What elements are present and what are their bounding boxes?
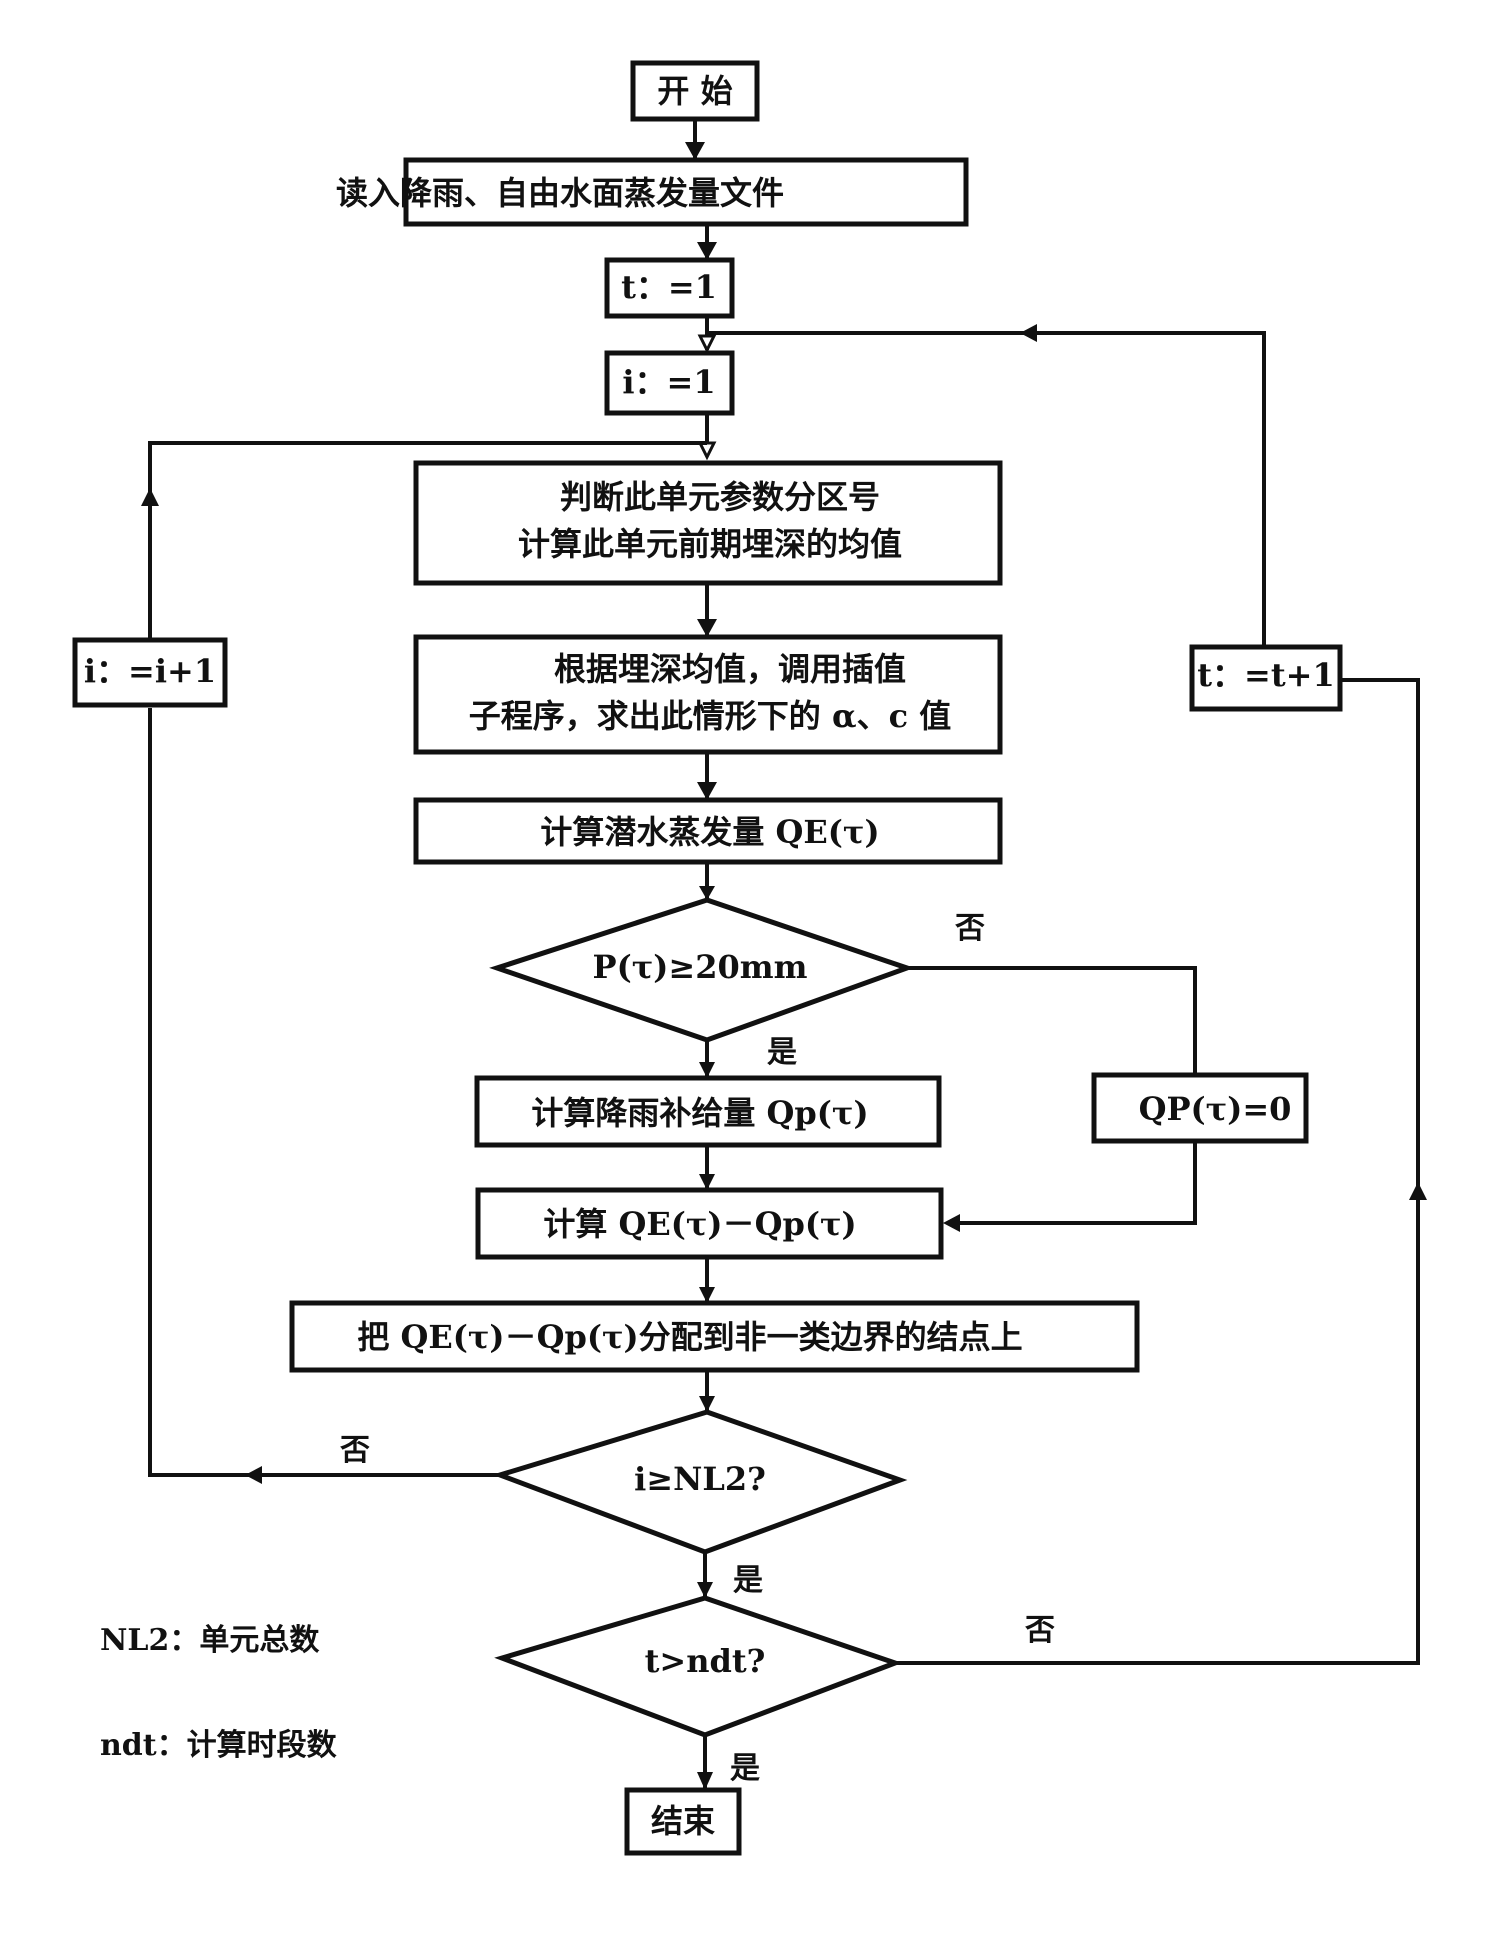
decision-t-label: t>ndt?	[645, 1642, 766, 1680]
judge-zone-line1: 判断此单元参数分区号	[560, 478, 880, 516]
distribute-node	[289, 1300, 1140, 1373]
arrow-head	[699, 1174, 715, 1190]
arrow-head	[685, 142, 705, 160]
init-t-label: t：=1	[621, 268, 717, 306]
arrow-head	[1020, 324, 1037, 342]
arrow-head	[943, 1214, 960, 1232]
calc-qe-node	[413, 797, 1003, 865]
legend-ndt: ndt：计算时段数	[100, 1728, 338, 1763]
decision-i-label: i≥NL2?	[634, 1460, 766, 1498]
init-t-node	[604, 257, 735, 319]
edge-t-no	[895, 678, 1420, 1665]
edge-label-rain-yes: 是	[767, 1035, 797, 1070]
arrow-head	[1409, 1182, 1427, 1200]
qp-zero-node	[1091, 1072, 1309, 1144]
arrow-head	[697, 1582, 713, 1598]
arrow-head	[697, 242, 717, 260]
edge-label-t-yes: 是	[730, 1751, 760, 1786]
arrow-head	[697, 782, 717, 800]
start-label: 开 始	[657, 72, 732, 110]
arrow-head	[697, 334, 717, 354]
distribute-label: 把 QE(τ)－Qp(τ)分配到非一类边界的结点上	[357, 1318, 1022, 1356]
read-files-label: 读入降雨、自由水面蒸发量文件	[336, 174, 784, 212]
interp-node	[413, 634, 1003, 755]
edge-inc-t-i	[707, 331, 1266, 647]
arrow-head	[141, 488, 159, 506]
end-label: 结束	[651, 1802, 715, 1840]
calc-diff-label: 计算 QE(τ)－Qp(τ)	[543, 1205, 856, 1243]
edge-inc-i-judge	[148, 441, 707, 640]
interp-line2: 子程序，求出此情形下的 α、c 值	[469, 697, 951, 735]
judge-zone-node	[413, 460, 1003, 586]
arrow-head	[699, 1287, 715, 1303]
init-i-node	[604, 350, 735, 416]
init-i-label: i：=1	[622, 363, 715, 401]
edge-label-t-no: 否	[1025, 1613, 1055, 1648]
edge-label-i-no: 否	[340, 1433, 370, 1468]
decision-rain-label: P(τ)≥20mm	[593, 948, 808, 986]
arrow-head	[245, 1466, 262, 1484]
arrow-head	[697, 619, 717, 637]
arrow-head	[699, 1396, 715, 1412]
calc-qp-label: 计算降雨补给量 Qp(τ)	[531, 1094, 868, 1132]
edge-label-rain-no: 否	[955, 911, 985, 946]
interp-line1: 根据埋深均值，调用插值	[554, 650, 906, 688]
edge-label-i-yes: 是	[733, 1563, 763, 1598]
edge-i-no	[148, 708, 500, 1477]
inc-i-label: i：=i+1	[84, 652, 216, 690]
read-files-node	[403, 157, 969, 227]
calc-qe-label: 计算潜水蒸发量 QE(τ)	[540, 813, 879, 851]
arrow-head	[699, 1062, 715, 1078]
legend-nl2: NL2：单元总数	[100, 1623, 320, 1658]
inc-t-label: t：=t+1	[1197, 656, 1334, 694]
arrow-head	[697, 1772, 713, 1790]
edge-rain-no	[907, 966, 1197, 1075]
judge-zone-line2: 计算此单元前期埋深的均值	[518, 525, 902, 563]
arrow-head	[699, 886, 715, 900]
qp-zero-label: QP(τ)=0	[1139, 1090, 1292, 1128]
calc-diff-node	[475, 1187, 944, 1260]
end-node	[624, 1787, 742, 1856]
edge-qpzero-diff	[955, 1141, 1197, 1225]
arrow-head	[697, 441, 717, 461]
